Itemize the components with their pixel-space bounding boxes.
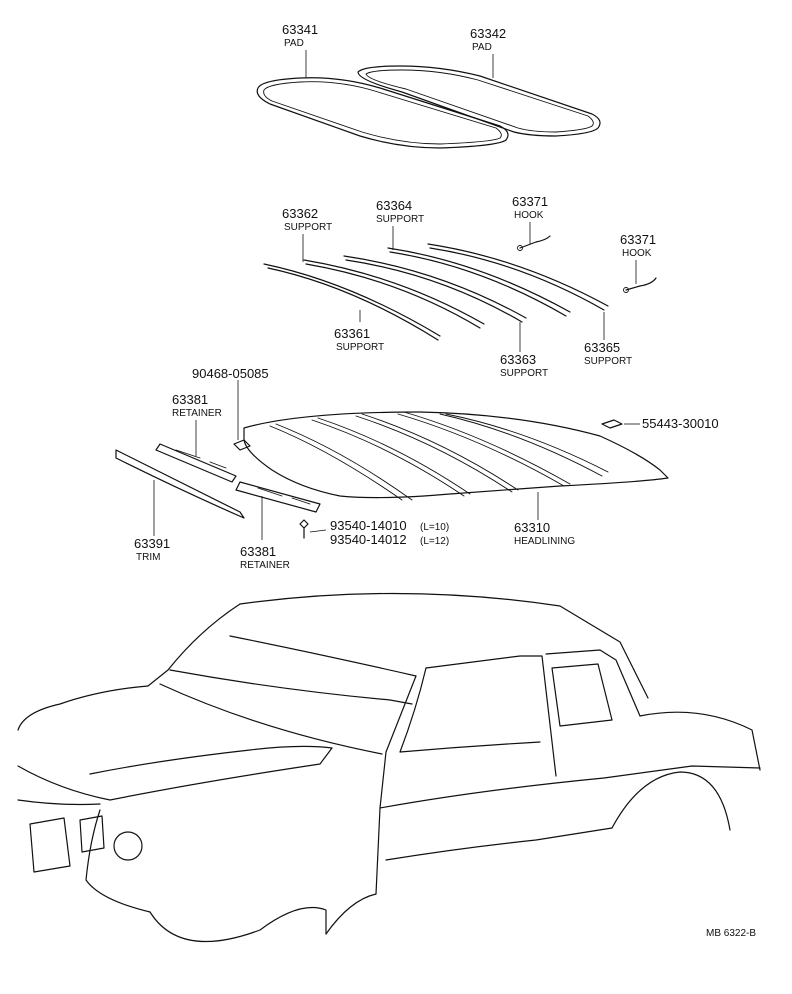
leader-lines [153, 50, 640, 540]
part-number-93540-14012: 93540-14012 [330, 532, 407, 547]
part-number-93540-14010: 93540-14010 [330, 518, 407, 533]
part-name-pad: PAD [284, 38, 304, 49]
pad-63341-drawing [256, 77, 509, 149]
part-number-55443-30010: 55443-30010 [642, 416, 719, 431]
part-number-63371: 63371 [512, 194, 548, 209]
label-63341: 63341 PAD [282, 22, 318, 49]
part-number-63361: 63361 [334, 326, 370, 341]
hook-63371-drawing [517, 235, 551, 251]
label-63371-b: 63371 HOOK [620, 232, 656, 259]
screw-93540-drawing [299, 519, 309, 539]
part-name-support: SUPPORT [284, 222, 332, 233]
part-number-63363: 63363 [500, 352, 536, 367]
part-number-63310: 63310 [514, 520, 550, 535]
retainer-63381-b-drawing [235, 481, 321, 513]
part-name-trim: TRIM [136, 552, 160, 563]
label-63391: 63391 TRIM [134, 536, 170, 563]
label-63362: 63362 SUPPORT [282, 206, 332, 233]
part-name-support: SUPPORT [336, 342, 384, 353]
length-note-l10: (L=10) [420, 522, 449, 533]
part-number-63381: 63381 [172, 392, 208, 407]
label-55443: 55443-30010 [642, 416, 719, 431]
label-90468: 90468-05085 [192, 366, 269, 381]
part-number-63371: 63371 [620, 232, 656, 247]
label-63364: 63364 SUPPORT [376, 198, 424, 225]
clip-55443-drawing [601, 419, 623, 429]
hook-63371-b-drawing [623, 277, 657, 293]
part-name-retainer: RETAINER [240, 560, 290, 571]
label-93540: 93540-14010 (L=10) 93540-14012 (L=12) [330, 518, 449, 547]
trim-63391-drawing [115, 449, 245, 519]
length-note-l12: (L=12) [420, 536, 449, 547]
part-number-63381: 63381 [240, 544, 276, 559]
part-name-pad: PAD [472, 42, 492, 53]
label-63342: 63342 PAD [470, 26, 506, 53]
part-number-90468-05085: 90468-05085 [192, 366, 269, 381]
part-name-support: SUPPORT [500, 368, 548, 379]
pad-63342-drawing [357, 65, 601, 137]
label-63371-a: 63371 HOOK [512, 194, 548, 221]
part-name-support: SUPPORT [376, 214, 424, 225]
clip-90468-drawing [233, 439, 251, 451]
part-name-retainer: RETAINER [172, 408, 222, 419]
label-63310: 63310 HEADLINING [514, 520, 575, 547]
label-63363: 63363 SUPPORT [500, 352, 548, 379]
drawing-code: MB 6322-B [706, 928, 756, 939]
label-63365: 63365 SUPPORT [584, 340, 632, 367]
headlining-63310-drawing [243, 411, 669, 501]
part-number-63391: 63391 [134, 536, 170, 551]
part-name-support: SUPPORT [584, 356, 632, 367]
car-body-drawing [17, 592, 761, 943]
part-name-hook: HOOK [514, 210, 544, 221]
part-number-63341: 63341 [282, 22, 318, 37]
part-number-63342: 63342 [470, 26, 506, 41]
part-number-63364: 63364 [376, 198, 412, 213]
label-63361: 63361 SUPPORT [334, 326, 384, 353]
part-number-63365: 63365 [584, 340, 620, 355]
part-name-headlining: HEADLINING [514, 536, 575, 547]
part-number-63362: 63362 [282, 206, 318, 221]
retainer-63381-a-drawing [155, 443, 237, 483]
label-63381-b: 63381 RETAINER [240, 544, 290, 571]
support-bows-drawing [263, 243, 609, 341]
part-name-hook: HOOK [622, 248, 652, 259]
label-63381-a: 63381 RETAINER [172, 392, 222, 419]
